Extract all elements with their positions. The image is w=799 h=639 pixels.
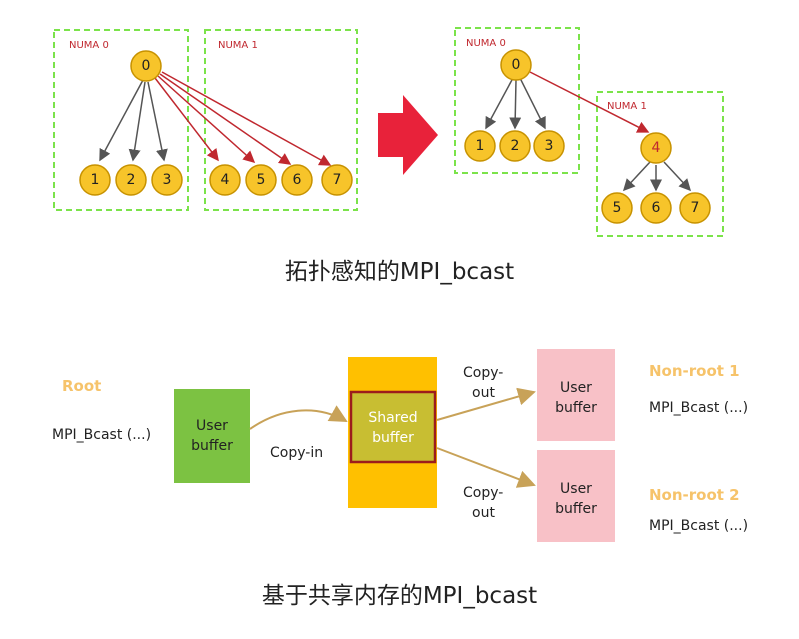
shared-memory-bcast: Root MPI_Bcast (...) User buffer Copy-in… [52,349,748,542]
edge-0-1 [99,79,144,162]
flat-topology: NUMA 0 NUMA 1 0 1 2 3 4 5 6 7 [53,29,358,211]
svg-text:7: 7 [333,172,342,188]
svg-text:4: 4 [221,172,230,188]
node-6: 6 [281,164,313,196]
svg-text:1: 1 [476,138,485,154]
nonroot1-buffer-line1: User [560,380,592,396]
node-1: 1 [79,164,111,196]
node-r-3: 3 [533,130,565,162]
nonroot2-buffer-line1: User [560,481,592,497]
node-r-6: 6 [640,192,672,224]
numa1-label-aware: NUMA 1 [607,101,647,112]
numa1-group-aware [596,91,724,237]
edge-0-4 [154,77,219,162]
edge-r-0-3 [519,77,546,130]
edge-0-7 [161,71,332,166]
edge-0-2 [128,81,146,162]
svg-text:5: 5 [613,200,622,216]
edge-0-6 [159,73,292,165]
svg-text:5: 5 [257,172,266,188]
nonroot1-user-buffer [537,349,615,441]
node-7: 7 [321,164,353,196]
edge-0-3 [147,81,168,162]
numa0-label: NUMA 0 [69,40,109,51]
topology-caption: 拓扑感知的MPI_bcast [284,259,515,285]
shared-memory-caption: 基于共享内存的MPI_bcast [261,583,538,609]
node-r-7: 7 [679,192,711,224]
svg-text:3: 3 [163,172,172,188]
node-r-0: 0 [500,49,532,81]
node-r-5: 5 [601,192,633,224]
copy-out-arrow-1 [436,387,536,421]
root-user-buffer-line2: buffer [191,438,233,454]
copy-out-label-1a: Copy- [463,365,503,381]
svg-text:2: 2 [127,172,136,188]
svg-text:0: 0 [512,57,521,73]
svg-text:7: 7 [691,200,700,216]
edge-r-0-2 [509,79,522,130]
edge-r-4-5 [622,161,651,192]
root-user-buffer [174,389,250,483]
node-4: 4 [209,164,241,196]
root-label: Root [62,377,101,395]
numa1-label: NUMA 1 [218,40,258,51]
numa1-group [204,29,358,211]
nonroot1-call: MPI_Bcast (...) [649,400,748,416]
svg-text:4: 4 [652,140,661,156]
svg-text:6: 6 [293,172,302,188]
root-call: MPI_Bcast (...) [52,427,151,443]
node-0: 0 [130,50,162,82]
shared-buffer-line1: Shared [368,410,417,426]
nonroot2-call: MPI_Bcast (...) [649,518,748,534]
numa0-group-aware [454,27,580,174]
svg-text:6: 6 [652,200,661,216]
edge-0-5 [157,75,256,164]
root-user-buffer-line1: User [196,418,228,434]
copy-out-label-2a: Copy- [463,485,503,501]
svg-text:2: 2 [511,138,520,154]
copy-in-arrow [249,405,348,430]
nonroot2-user-buffer [537,450,615,542]
copy-out-label-2b: out [472,505,495,521]
node-r-1: 1 [464,130,496,162]
shared-buffer-line2: buffer [372,430,414,446]
copy-out-arrow-2 [436,447,536,488]
nonroot1-label: Non-root 1 [649,362,740,380]
svg-text:3: 3 [545,138,554,154]
node-3: 3 [151,164,183,196]
node-r-2: 2 [499,130,531,162]
nonroot1-buffer-line2: buffer [555,400,597,416]
svg-text:1: 1 [91,172,100,188]
nonroot2-buffer-line2: buffer [555,501,597,517]
numa0-label-aware: NUMA 0 [466,38,506,49]
edge-r-4-7 [663,161,692,192]
nonroot2-label: Non-root 2 [649,486,740,504]
node-2: 2 [115,164,147,196]
copy-out-label-1b: out [472,385,495,401]
node-r-4: 4 [640,132,672,164]
edge-r-0-4 [529,71,650,133]
copy-in-label: Copy-in [270,445,323,461]
node-5: 5 [245,164,277,196]
edge-r-0-1 [485,77,514,130]
shared-buffer [349,390,437,464]
svg-text:0: 0 [142,58,151,74]
transition-arrow [378,95,438,175]
aware-topology: NUMA 0 NUMA 1 0 1 2 3 4 5 6 7 [454,27,724,237]
